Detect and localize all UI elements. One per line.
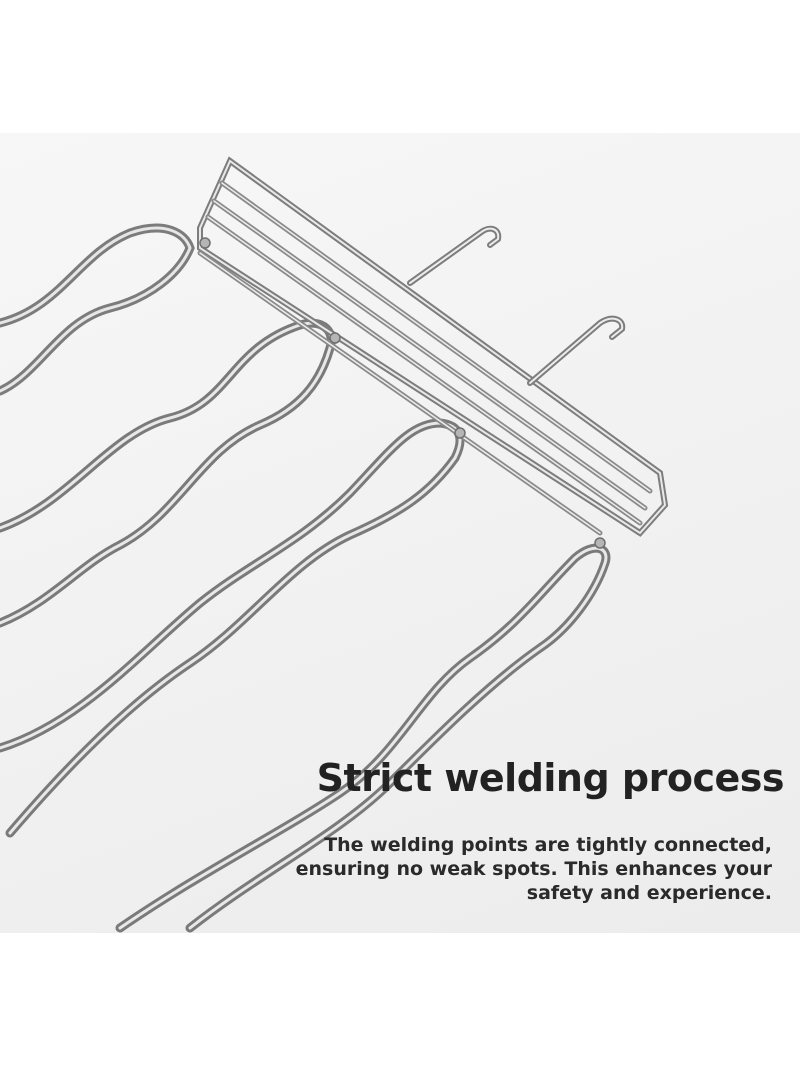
feature-headline: Strict welding process	[316, 756, 785, 800]
weld-points	[199, 237, 606, 549]
product-photo: Strict welding process The welding point…	[0, 133, 800, 933]
hook	[527, 315, 626, 386]
wavy-wire-arm	[0, 318, 336, 628]
wavy-wire-arm	[115, 543, 611, 933]
feature-description: The welding points are tightly connected…	[295, 834, 772, 904]
welded-frame	[197, 156, 669, 537]
wavy-wire-arm	[0, 223, 195, 396]
hook	[407, 225, 502, 286]
chrome-wire-rack-illustration	[0, 156, 669, 933]
